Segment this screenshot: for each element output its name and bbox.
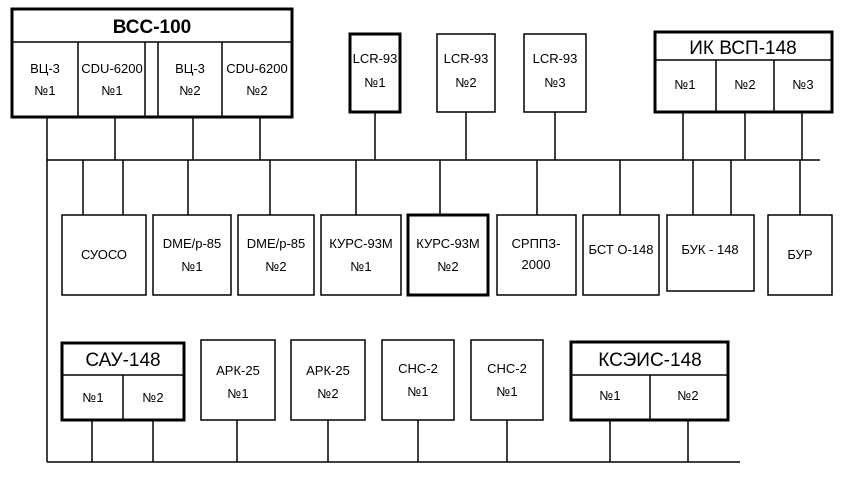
suoso-label: СУОСО bbox=[81, 247, 127, 262]
vss-100-block: ВСС-100 ВЦ-3 №1 CDU-6200 №1 ВЦ-3 №2 CDU-… bbox=[10, 7, 294, 119]
vss-cell-3-label: ВЦ-3 bbox=[175, 61, 205, 76]
vss-cell-4-number: №2 bbox=[246, 83, 267, 98]
ik-cell-2: №2 bbox=[734, 77, 755, 92]
lcr-93-blocks: LCR-93 №1 LCR-93 №2 LCR-93 №3 bbox=[348, 32, 587, 114]
dme-2-number: №2 bbox=[265, 259, 286, 274]
ksais-cell-1: №1 bbox=[599, 388, 620, 403]
ksais-cell-2: №2 bbox=[677, 388, 698, 403]
ark-1-label: АРК-25 bbox=[216, 363, 260, 378]
sns-1-number: №1 bbox=[407, 384, 428, 399]
ksais-148-title: КСЭИС-148 bbox=[598, 350, 701, 371]
ark-1-number: №1 bbox=[227, 386, 248, 401]
kurs-2-label: КУРС-93М bbox=[416, 236, 480, 251]
sns-1-label: СНС-2 bbox=[398, 361, 438, 376]
vss-cell-2-number: №1 bbox=[101, 83, 122, 98]
sau-cell-1: №1 bbox=[82, 390, 103, 405]
lcr-2-label: LCR-93 bbox=[444, 51, 489, 66]
ark-2-label: АРК-25 bbox=[306, 363, 350, 378]
vss-cell-1-number: №1 bbox=[34, 83, 55, 98]
kurs-1-number: №1 bbox=[350, 259, 371, 274]
ik-cell-3: №3 bbox=[792, 77, 813, 92]
vss-cell-1-label: ВЦ-3 bbox=[30, 61, 60, 76]
vss-100-title: ВСС-100 bbox=[113, 17, 191, 38]
dme-1-label: DME/p-85 bbox=[163, 236, 222, 251]
middle-row: СУОСО DME/p-85 №1 DME/p-85 №2 КУРС-93М №… bbox=[61, 213, 833, 297]
lcr-1-number: №1 bbox=[364, 75, 385, 90]
lcr-3-label: LCR-93 bbox=[533, 51, 578, 66]
kurs-1-label: КУРС-93М bbox=[329, 236, 393, 251]
vss-cell-2-label: CDU-6200 bbox=[81, 61, 142, 76]
ik-vsp-148-block: ИК ВСП-148 №1 №2 №3 bbox=[653, 30, 834, 114]
ik-vsp-148-title: ИК ВСП-148 bbox=[689, 38, 796, 59]
ksais-148-block: КСЭИС-148 №1 №2 bbox=[569, 340, 730, 422]
lcr-3-number: №3 bbox=[544, 75, 565, 90]
sau-cell-2: №2 bbox=[142, 390, 163, 405]
vss-cell-3-number: №2 bbox=[179, 83, 200, 98]
sau-148-title: САУ-148 bbox=[85, 350, 160, 371]
lcr-1-label: LCR-93 bbox=[353, 51, 398, 66]
srppz-2000-label: 2000 bbox=[522, 257, 551, 272]
sns-2-number: №1 bbox=[496, 384, 517, 399]
connection-lines bbox=[46, 108, 820, 463]
lcr-2-number: №2 bbox=[455, 75, 476, 90]
vss-cell-4-label: CDU-6200 bbox=[226, 61, 287, 76]
bur-label: БУР bbox=[787, 247, 812, 262]
ark-2-number: №2 bbox=[317, 386, 338, 401]
sau-148-block: САУ-148 №1 №2 bbox=[60, 341, 186, 422]
dme-2-label: DME/p-85 bbox=[247, 236, 306, 251]
srppz-label: СРППЗ- bbox=[512, 236, 561, 251]
kurs-2-number: №2 bbox=[437, 259, 458, 274]
bsto-148-label: БСТ О-148 bbox=[588, 242, 653, 257]
buk-148-label: БУК - 148 bbox=[681, 242, 738, 257]
sns-2-label: СНС-2 bbox=[487, 361, 527, 376]
ik-cell-1: №1 bbox=[674, 77, 695, 92]
bottom-row: АРК-25 №1 АРК-25 №2 СНС-2 №1 СНС-2 №1 bbox=[200, 339, 544, 421]
dme-1-number: №1 bbox=[181, 259, 202, 274]
